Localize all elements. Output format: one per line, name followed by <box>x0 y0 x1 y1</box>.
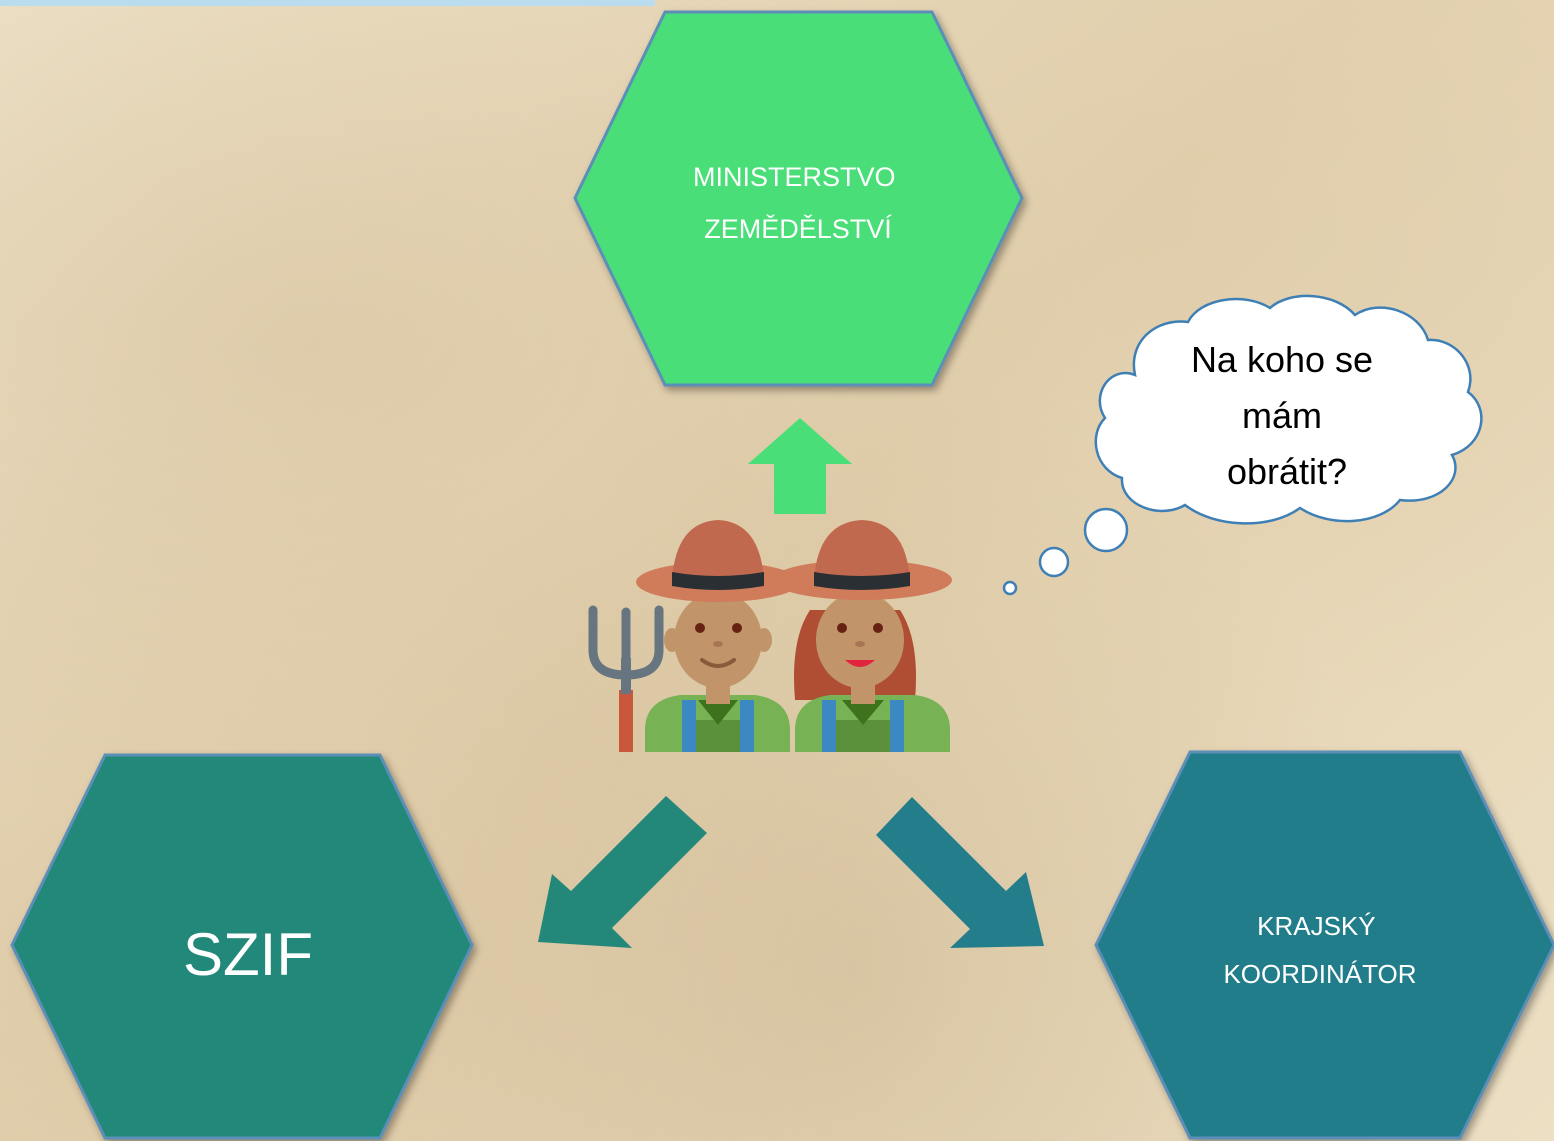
arrow-up-to-ministry <box>748 418 852 514</box>
thought-dot-medium <box>1038 546 1070 578</box>
thought-dot-small <box>1002 580 1018 596</box>
thought-dots <box>1002 507 1129 596</box>
szif-label-line-1: SZIF <box>183 921 313 988</box>
thought-cloud: Na koho se mám obrátit? <box>1094 294 1483 525</box>
szif-hexagon <box>10 753 474 1140</box>
ministry-label: MINISTERSTVO ZEMĚDĚLSTVÍ <box>693 162 903 244</box>
pitchfork-icon <box>588 605 664 752</box>
coordinator-hexagon <box>1094 750 1554 1140</box>
szif-label: SZIF <box>183 921 313 988</box>
thought-text-line-1: Na koho se <box>1191 339 1373 380</box>
thought-text-line-3: obrátit? <box>1227 451 1347 492</box>
farmer-woman <box>772 520 952 752</box>
arrow-down-left-to-szif <box>538 796 707 948</box>
farmer-man <box>636 520 800 752</box>
szif-node[interactable]: SZIF <box>10 753 474 1140</box>
ministry-hexagon <box>573 10 1024 387</box>
ministry-node[interactable]: MINISTERSTVO ZEMĚDĚLSTVÍ <box>573 10 1024 387</box>
farmer-couple-with-pitchfork-icon <box>588 520 952 752</box>
ministry-label-line-2: ZEMĚDĚLSTVÍ <box>704 213 892 244</box>
coordinator-node[interactable]: KRAJSKÝ KOORDINÁTOR <box>1094 750 1554 1140</box>
top-border-strip <box>0 0 655 6</box>
ministry-label-line-1: MINISTERSTVO <box>693 162 896 192</box>
thought-text-line-2: mám <box>1242 395 1322 436</box>
thought-text: Na koho se mám obrátit? <box>1191 339 1383 492</box>
thought-dot-large <box>1083 507 1129 553</box>
thought-cloud-shape <box>1094 294 1483 525</box>
coordinator-label: KRAJSKÝ KOORDINÁTOR <box>1223 911 1416 989</box>
coordinator-label-line-2: KOORDINÁTOR <box>1223 959 1416 989</box>
coordinator-label-line-1: KRAJSKÝ <box>1257 911 1376 941</box>
arrow-down-right-to-coordinator <box>876 797 1044 948</box>
